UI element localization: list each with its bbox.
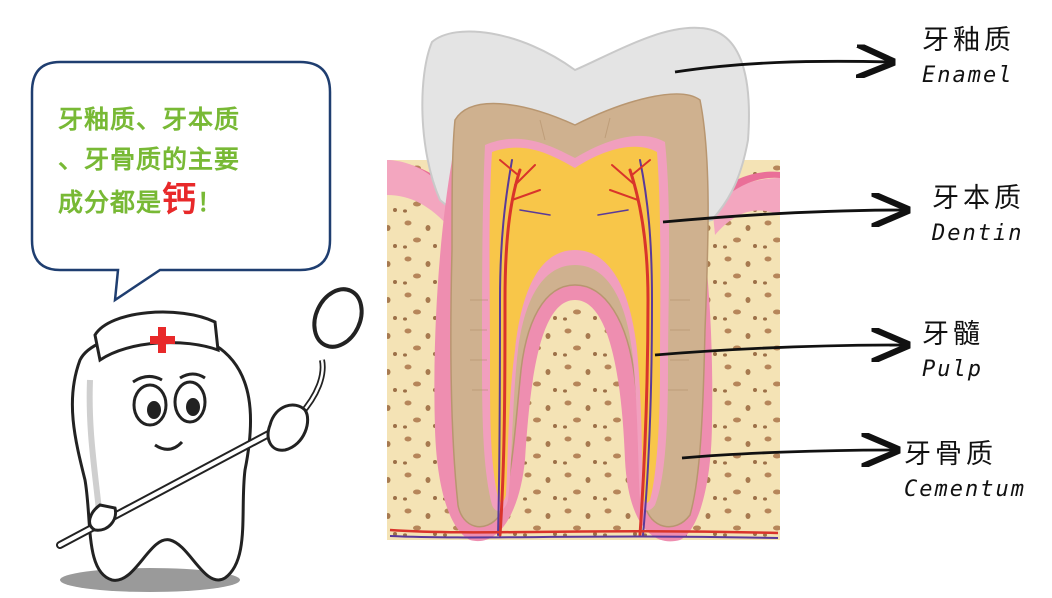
bubble-line-1: 牙釉质、牙本质 [58,105,241,134]
tooth-cross-section [389,26,779,542]
bubble-message: 牙釉质、牙本质 、牙骨质的主要 成分都是钙！ [58,100,328,223]
bubble-line-3: 成分都是钙！ [58,180,328,223]
label-pulp-en: Pulp [922,357,983,382]
label-enamel-en: Enamel [922,63,1014,88]
label-cementum-zh: 牙骨质 [904,439,997,470]
label-cementum-en: Cementum [904,477,1026,502]
label-dentin: 牙本质 Dentin [932,176,1025,246]
pointer-arrows [654,61,905,458]
label-enamel-zh: 牙釉质 [922,25,1015,56]
pulp-nerves [497,159,654,537]
bubble-line-3-prefix: 成分都是 [58,188,163,217]
label-enamel: 牙釉质 Enamel [922,18,1015,88]
label-pulp: 牙髓 Pulp [922,312,984,382]
bubble-line-2: 、牙骨质的主要 [58,145,241,174]
label-cementum: 牙骨质 Cementum [904,432,1026,502]
arrow-dentin [662,210,905,222]
arrow-cementum [681,450,895,458]
arrow-enamel [674,61,890,72]
label-dentin-en: Dentin [932,221,1024,246]
arrow-pulp [654,345,905,355]
bubble-line-3-suffix: ！ [197,188,224,217]
dentin-tubules [470,117,690,391]
label-pulp-zh: 牙髓 [922,319,984,350]
cartoon-tooth-doctor [56,287,364,592]
speech-bubble [30,60,332,303]
label-dentin-zh: 牙本质 [932,183,1025,214]
pulp-chamber [489,146,661,503]
calcium-word: 钙 [162,180,198,220]
